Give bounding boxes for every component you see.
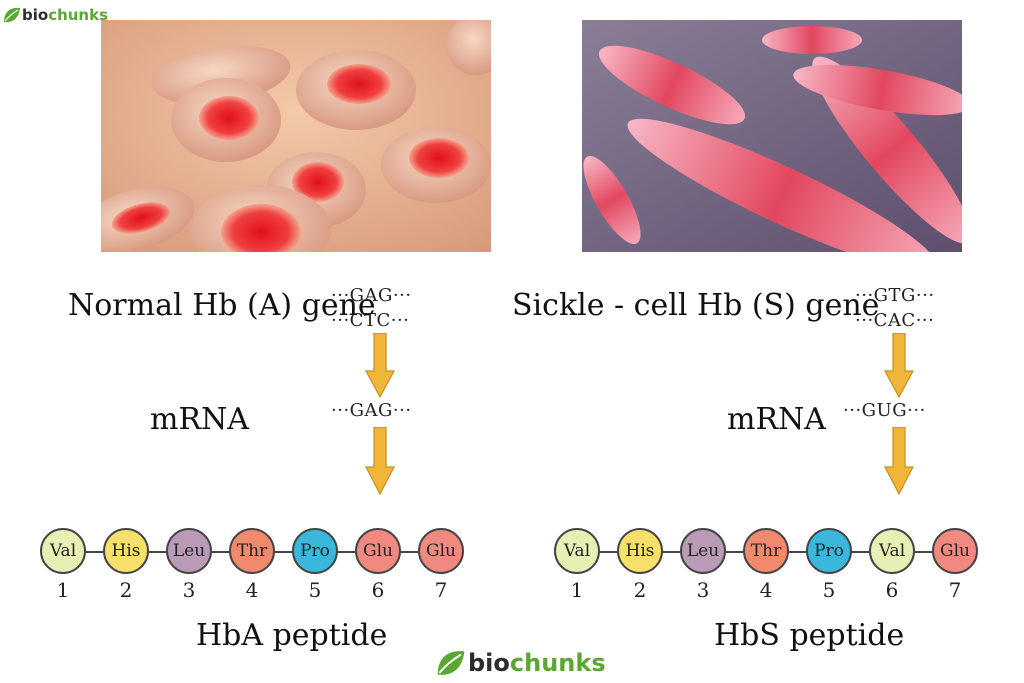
hba-peptide-label: HbA peptide	[196, 618, 388, 653]
residue-number-1: 1	[570, 578, 584, 602]
residue-6: Glu	[355, 528, 401, 574]
translation-arrow-sickle	[884, 427, 914, 495]
sickle-dna-bottom-codon: ···CAC···	[855, 310, 935, 331]
residue-number-6: 6	[371, 578, 385, 602]
residue-7: Glu	[418, 528, 464, 574]
hba-peptide-chain: Val 1 His 2 Leu 3 Thr 4 Pro 5 Glu 6 Glu 7	[40, 528, 480, 608]
residue-7: Glu	[932, 528, 978, 574]
residue-2: His	[617, 528, 663, 574]
leaf-icon	[437, 651, 465, 675]
logo-bio-text: bio	[468, 649, 510, 677]
sickle-mrna-label: mRNA	[727, 402, 826, 437]
residue-3: Leu	[166, 528, 212, 574]
sickle-gene-label: Sickle - cell Hb (S) gene	[512, 288, 880, 323]
residue-6: Val	[869, 528, 915, 574]
residue-1: Val	[554, 528, 600, 574]
residue-number-2: 2	[633, 578, 647, 602]
normal-rbc-image	[101, 20, 491, 252]
translation-arrow-normal	[365, 427, 395, 495]
residue-number-5: 5	[308, 578, 322, 602]
residue-number-1: 1	[56, 578, 70, 602]
normal-mrna-codon: ···GAG···	[331, 400, 412, 421]
residue-4: Thr	[229, 528, 275, 574]
residue-5: Pro	[806, 528, 852, 574]
residue-5: Pro	[292, 528, 338, 574]
logo-chunks-text: chunks	[509, 649, 606, 677]
residue-number-6: 6	[885, 578, 899, 602]
sickle-mrna-codon: ···GUG···	[843, 400, 926, 421]
normal-gene-label: Normal Hb (A) gene	[68, 288, 376, 323]
hbs-peptide-chain: Val 1 His 2 Leu 3 Thr 4 Pro 5 Val 6 Glu 7	[554, 528, 994, 608]
logo-chunks-text: chunks	[48, 6, 109, 24]
residue-number-7: 7	[948, 578, 962, 602]
leaf-icon	[4, 7, 20, 23]
residue-4: Thr	[743, 528, 789, 574]
residue-number-2: 2	[119, 578, 133, 602]
residue-number-7: 7	[434, 578, 448, 602]
residue-2: His	[103, 528, 149, 574]
transcription-arrow-normal	[365, 333, 395, 398]
residue-3: Leu	[680, 528, 726, 574]
transcription-arrow-sickle	[884, 333, 914, 398]
residue-1: Val	[40, 528, 86, 574]
sickle-dna-top-codon: ···GTG···	[855, 285, 935, 306]
sickle-rbc-image	[582, 20, 962, 252]
normal-dna-bottom-codon: ···CTC···	[331, 310, 410, 331]
residue-number-4: 4	[759, 578, 773, 602]
normal-mrna-label: mRNA	[150, 402, 249, 437]
logo-bio-text: bio	[22, 6, 49, 24]
normal-dna-top-codon: ···GAG···	[331, 285, 412, 306]
residue-number-3: 3	[182, 578, 196, 602]
hbs-peptide-label: HbS peptide	[714, 618, 905, 653]
residue-number-4: 4	[245, 578, 259, 602]
residue-number-3: 3	[696, 578, 710, 602]
residue-number-5: 5	[822, 578, 836, 602]
